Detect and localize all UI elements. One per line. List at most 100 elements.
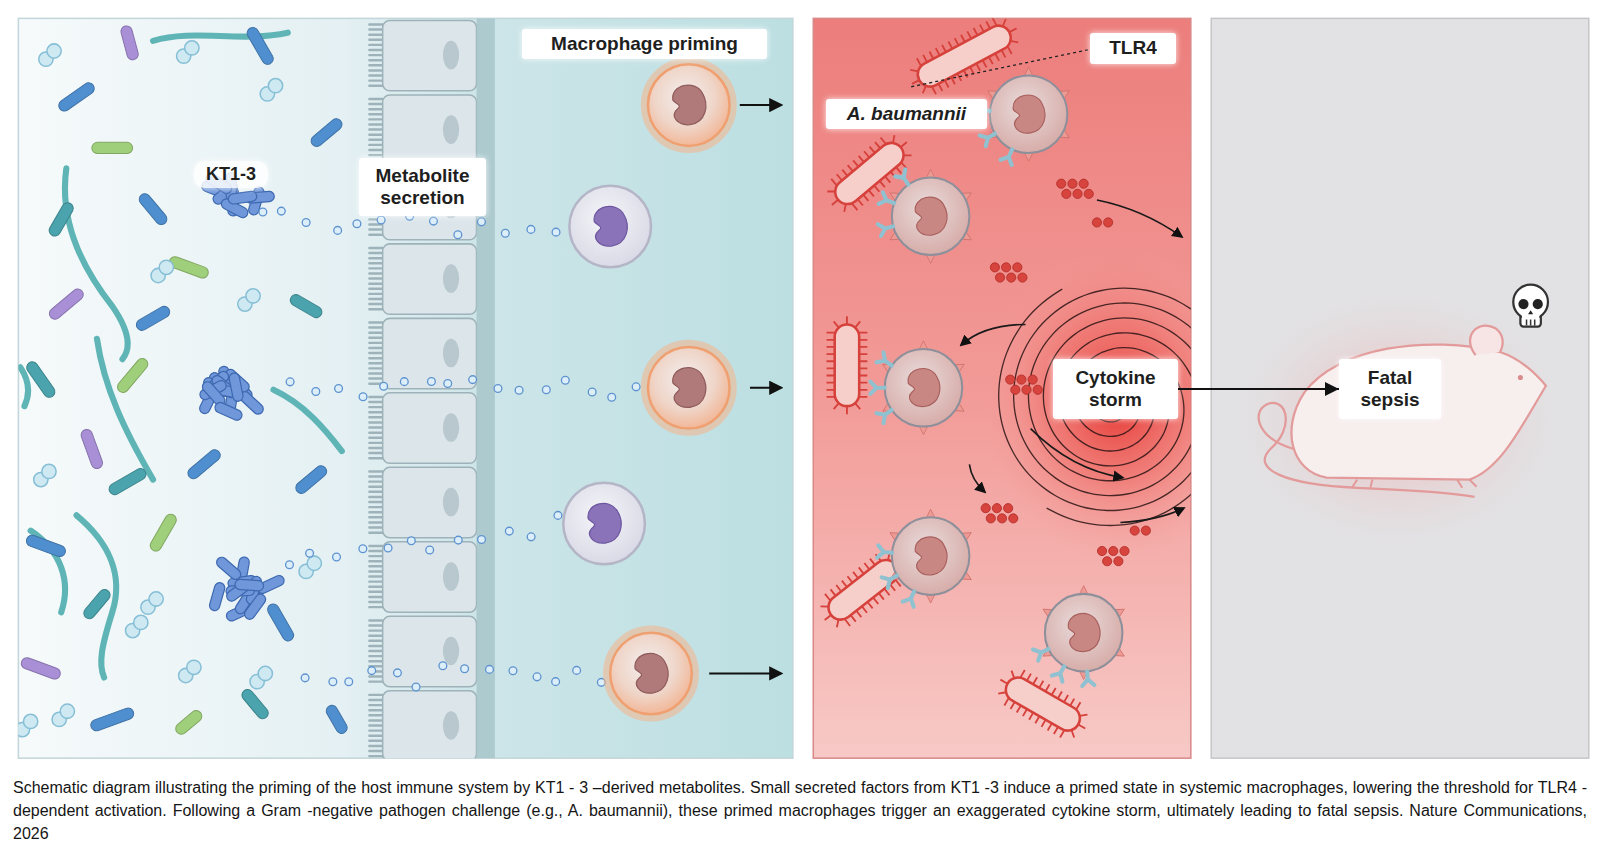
cell-membrane	[1045, 594, 1123, 672]
inflammation-glow	[1214, 276, 1581, 562]
rod-bacterium	[115, 356, 150, 394]
metabolite	[542, 386, 550, 394]
metabolite	[312, 388, 320, 396]
cell-membrane	[648, 347, 730, 429]
metabolite	[608, 393, 616, 401]
flow-arrow	[1120, 508, 1183, 522]
flow-arrow	[1097, 200, 1182, 237]
outcome-art	[1214, 276, 1581, 562]
flow-arrow	[961, 324, 1025, 344]
skull-jaw-fill	[1522, 313, 1539, 325]
cell-nucleus	[443, 264, 459, 293]
kt-rod	[243, 592, 268, 621]
filament-bacterium	[153, 33, 288, 41]
cell-nucleus	[908, 369, 940, 407]
tlr4-receptor	[903, 589, 920, 607]
metabolite	[394, 669, 402, 677]
connector-arrow	[1178, 388, 1339, 390]
label-text: Fatal sepsis	[1345, 367, 1435, 412]
priming-glow	[606, 629, 696, 719]
metabolite	[505, 527, 513, 535]
mouse-ear	[1470, 326, 1503, 355]
cell-nucleus	[443, 41, 459, 70]
cytokine	[1006, 375, 1015, 384]
metabolite	[259, 208, 267, 216]
cytokine	[997, 514, 1006, 523]
cytokine	[1079, 179, 1088, 188]
coccus	[185, 41, 199, 55]
cell-nucleus	[443, 339, 459, 368]
storm-swirl	[1028, 303, 1190, 525]
gut-panel	[18, 18, 792, 758]
filament-bacterium	[65, 168, 128, 359]
label-box: KT1-3	[194, 161, 268, 188]
coccus	[23, 714, 37, 728]
epithelial-cell	[369, 244, 476, 314]
skull-nose	[1528, 310, 1533, 314]
metabolite	[486, 666, 494, 674]
microvilli	[369, 397, 382, 458]
flow-arrow	[1031, 429, 1123, 478]
migration-arrow	[740, 104, 781, 106]
priming-glow	[644, 343, 734, 433]
rod-bacterium	[25, 360, 58, 400]
filament-bacterium	[20, 367, 28, 406]
metabolite	[301, 674, 309, 682]
metabolite	[444, 380, 452, 388]
cytokine	[1068, 179, 1077, 188]
cytokine	[1114, 557, 1123, 566]
cell-membrane	[892, 178, 970, 256]
skull-jaw	[1520, 312, 1540, 326]
metabolite	[277, 207, 285, 215]
epithelial-cell	[369, 542, 476, 612]
cytokine	[1103, 557, 1112, 566]
infection-art	[813, 18, 1191, 746]
kt-rod	[228, 372, 243, 402]
rod-bacterium	[120, 25, 140, 61]
label-box: Macrophage priming	[522, 29, 767, 59]
cell-body	[383, 616, 477, 686]
pathogen-bacterium	[990, 662, 1095, 746]
cell-nucleus	[443, 115, 459, 144]
rod-bacterium	[57, 81, 97, 114]
activated-macrophage	[870, 341, 966, 435]
cell-membrane	[563, 483, 645, 565]
cell-nucleus	[673, 368, 706, 408]
cell-nucleus	[1013, 95, 1045, 133]
tlr4-receptor	[876, 352, 895, 370]
bacterium-body	[824, 555, 903, 625]
tlr4-receptor	[882, 570, 900, 588]
cytokine	[990, 263, 999, 272]
metabolite	[359, 545, 367, 553]
activated-macrophage	[1033, 586, 1127, 686]
microvilli	[369, 471, 382, 532]
kt-rod	[215, 555, 243, 581]
filament-bacterium	[77, 515, 117, 677]
cell-nucleus	[594, 206, 627, 246]
activated-macrophage	[877, 509, 974, 607]
cell-nucleus	[635, 653, 668, 693]
rod-bacterium	[266, 602, 296, 643]
cell-membrane	[892, 517, 970, 595]
activated-macrophage	[975, 67, 1072, 165]
tlr4-receptor	[1033, 643, 1051, 660]
tlr4-receptor	[877, 545, 892, 558]
cytokine	[1002, 263, 1011, 272]
kt-rod	[235, 579, 264, 591]
rod-bacterium	[288, 293, 324, 320]
tlr4-receptor	[876, 405, 895, 423]
rod-bacterium	[137, 192, 169, 227]
cytokine	[1084, 189, 1093, 198]
cytokine	[1092, 218, 1101, 227]
metabolite	[552, 678, 560, 686]
metabolite	[527, 533, 535, 541]
mouse-feet	[1352, 480, 1476, 488]
metabolite	[412, 683, 420, 691]
rod-bacterium	[47, 287, 85, 322]
bacterium-body	[913, 21, 1015, 91]
metabolite	[554, 512, 562, 520]
label-text: Macrophage priming	[551, 33, 738, 55]
kt-rod	[208, 581, 226, 611]
